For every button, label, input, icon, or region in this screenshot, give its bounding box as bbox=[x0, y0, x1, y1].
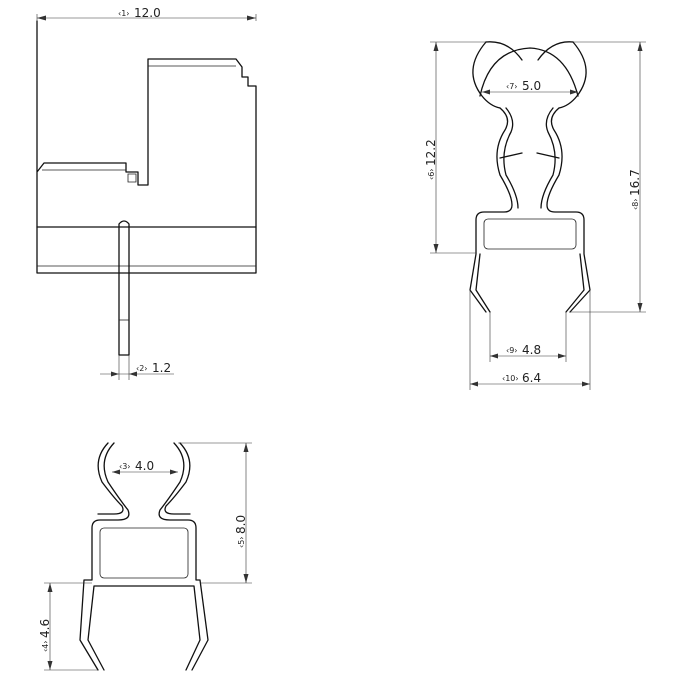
small-clip-view: ‹3› 4.0 ‹5› 8.0 ‹4› 4.6 bbox=[38, 442, 252, 671]
large-clip-body bbox=[469, 107, 591, 313]
dim-9-value: 4.8 bbox=[522, 343, 541, 357]
dim-6-value: 12.2 bbox=[424, 139, 438, 166]
dim-5-value: 8.0 bbox=[234, 515, 248, 534]
dim-5-tag: ‹5› bbox=[237, 537, 246, 549]
dim-8-value: 16.7 bbox=[628, 169, 642, 196]
dim-3-tag: ‹3› bbox=[119, 462, 131, 471]
large-clip-arc-1 bbox=[479, 47, 579, 97]
dim-2-value: 1.2 bbox=[152, 361, 171, 375]
dim-6-tag: ‹6› bbox=[427, 169, 436, 181]
dim-4-value: 4.6 bbox=[38, 619, 52, 638]
large-clip-view: ‹7› 5.0 ‹6› 12.2 ‹8› 16.7 ‹9› 4.8 bbox=[424, 41, 646, 390]
dim-8-tag: ‹8› bbox=[631, 199, 640, 211]
dim-4-tag: ‹4› bbox=[41, 641, 50, 653]
small-clip-box bbox=[99, 527, 189, 579]
large-clip-left-loop bbox=[472, 41, 501, 109]
large-clip-right-loop bbox=[558, 41, 587, 109]
dim-3-value: 4.0 bbox=[135, 459, 154, 473]
side-view: ‹1› 12.0 ‹2› 1.2 bbox=[36, 6, 257, 380]
large-clip-inner bbox=[503, 107, 556, 209]
side-view-pin bbox=[118, 220, 130, 356]
dim-1-tag: ‹1› bbox=[118, 9, 130, 18]
large-clip-slot-right bbox=[536, 152, 560, 159]
large-clip-box bbox=[483, 218, 577, 250]
side-view-step bbox=[42, 65, 236, 183]
dim-7-tag: ‹7› bbox=[506, 82, 518, 91]
large-clip-arc-2 bbox=[485, 41, 574, 61]
dim-10-tag: ‹10› bbox=[502, 374, 519, 383]
dim-9-tag: ‹9› bbox=[506, 346, 518, 355]
large-clip-slot-left bbox=[499, 152, 523, 159]
dim-1-value: 12.0 bbox=[134, 6, 161, 20]
small-clip-inner bbox=[97, 442, 191, 515]
dim-7-value: 5.0 bbox=[522, 79, 541, 93]
dim-10-value: 6.4 bbox=[522, 371, 541, 385]
dim-2-tag: ‹2› bbox=[136, 364, 148, 373]
large-clip-legs bbox=[475, 253, 585, 313]
side-view-body bbox=[36, 20, 257, 274]
small-clip-outline bbox=[79, 442, 209, 671]
